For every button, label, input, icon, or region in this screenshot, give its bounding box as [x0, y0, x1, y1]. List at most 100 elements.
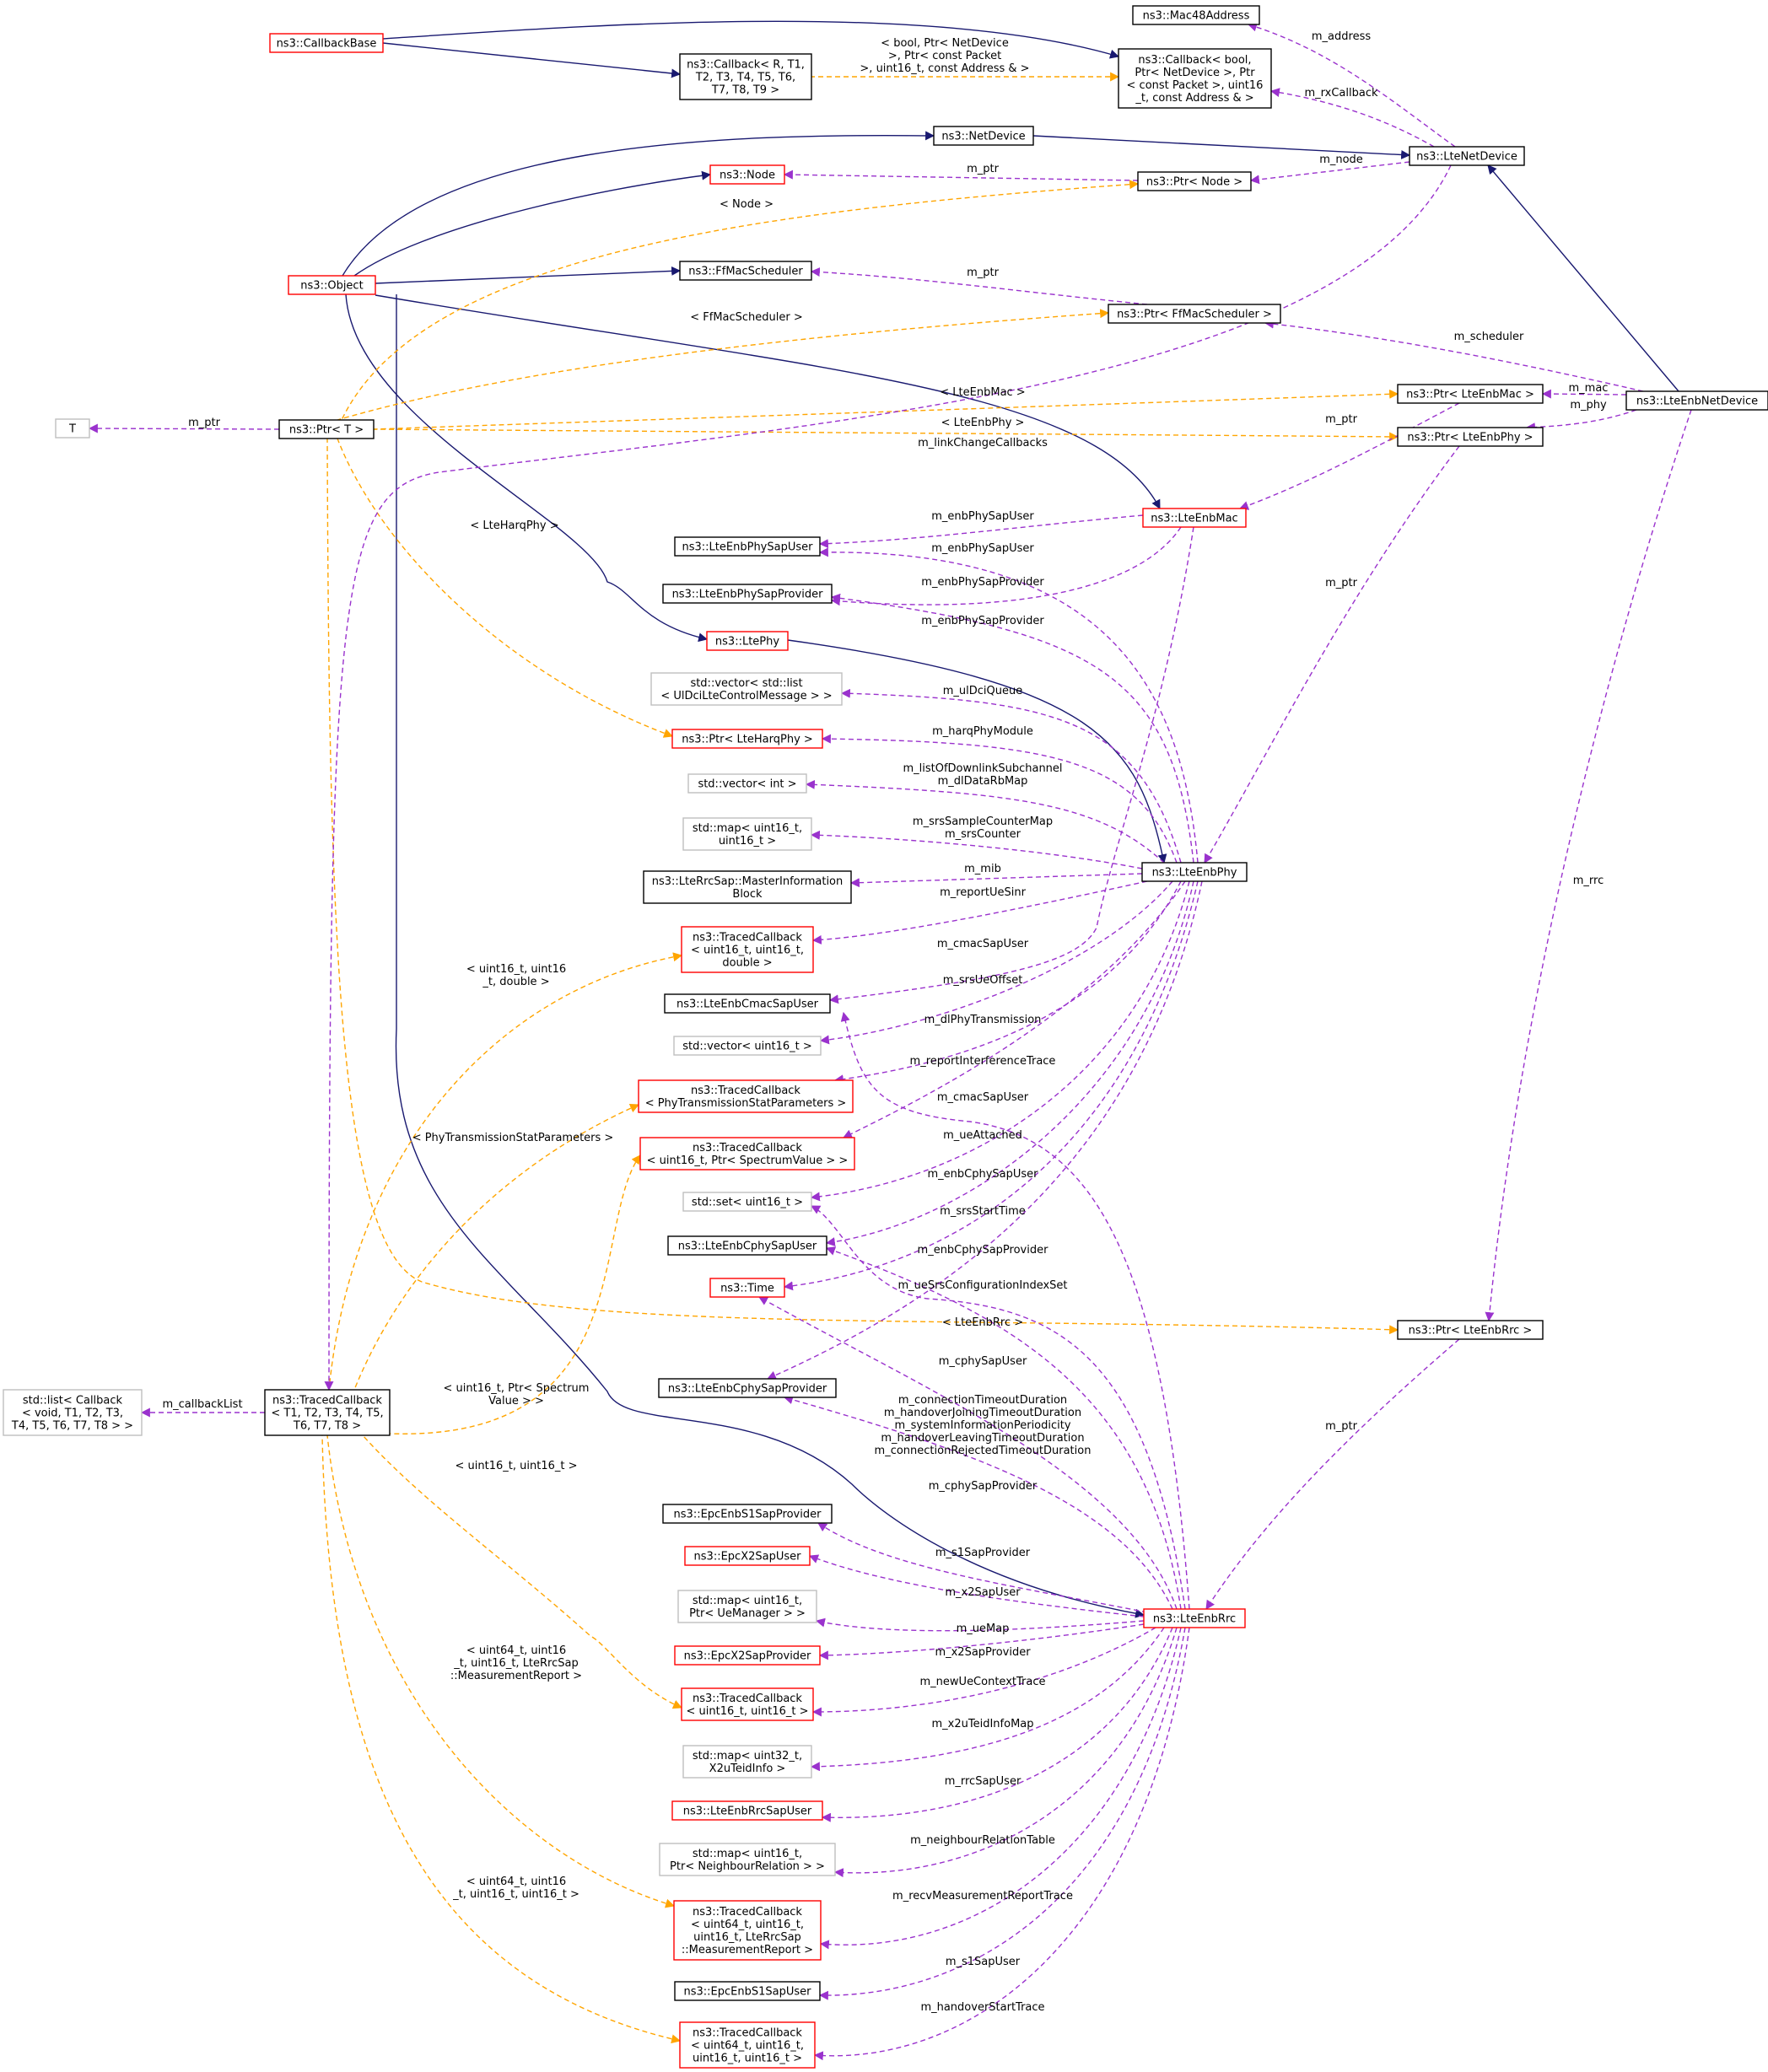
- class-node-t[interactable]: T: [55, 418, 90, 439]
- class-name-line: uint16_t, LteRrcSap: [693, 1931, 801, 1944]
- class-node-list-callback[interactable]: std::list< Callback< void, T1, T2, T3,T4…: [3, 1389, 143, 1436]
- class-name-line: < UlDciLteControlMessage > >: [660, 690, 832, 702]
- class-node-ptr-lte-enb-phy[interactable]: ns3::Ptr< LteEnbPhy >: [1397, 427, 1544, 447]
- class-node-epc-enb-s1-sap-provider[interactable]: ns3::EpcEnbS1SapProvider: [662, 1504, 833, 1524]
- class-node-map-ue-manager[interactable]: std::map< uint16_t,Ptr< UeManager > >: [677, 1590, 817, 1623]
- class-node-ptr-ff-mac-scheduler[interactable]: ns3::Ptr< FfMacScheduler >: [1108, 304, 1281, 324]
- class-node-lte-enb-cphy-sap-user[interactable]: ns3::LteEnbCphySapUser: [667, 1235, 827, 1256]
- class-node-lte-enb-rrc-sap-user[interactable]: ns3::LteEnbRrcSapUser: [671, 1800, 823, 1821]
- usage-arrow: [1205, 1338, 1460, 1610]
- class-name-line: double >: [722, 957, 772, 970]
- class-node-callback-bool[interactable]: ns3::Callback< bool,Ptr< NetDevice >, Pt…: [1118, 48, 1272, 109]
- class-name-line: std::vector< uint16_t >: [682, 1041, 812, 1053]
- class-node-map-neighbour[interactable]: std::map< uint16_t,Ptr< NeighbourRelatio…: [659, 1843, 836, 1876]
- class-node-vec-u16[interactable]: std::vector< uint16_t >: [673, 1036, 822, 1056]
- class-node-ptr-lte-enb-rrc[interactable]: ns3::Ptr< LteEnbRrc >: [1397, 1320, 1544, 1340]
- edge-ptr-t-to-ptr-node: [341, 180, 1140, 421]
- class-node-traced-callback[interactable]: ns3::TracedCallback< T1, T2, T3, T4, T5,…: [264, 1389, 391, 1436]
- edge-label-line: < uint64_t, uint16: [466, 1876, 566, 1888]
- class-box: [662, 584, 833, 604]
- class-node-t-cb-phy-tx[interactable]: ns3::TracedCallback< PhyTransmissionStat…: [638, 1079, 854, 1113]
- edge-label-line: Value > >: [488, 1395, 544, 1407]
- edge-label-lte-enb-cphy-sap-user: m_cphySapUser: [939, 1355, 1027, 1368]
- class-node-mac48-address[interactable]: ns3::Mac48Address: [1132, 5, 1260, 25]
- usage-arrow: [1269, 88, 1435, 148]
- usage-arrow: [821, 734, 1178, 864]
- edge-label-epc-enb-s1-sap-user: m_s1SapUser: [946, 1956, 1021, 1968]
- class-node-ptr-node[interactable]: ns3::Ptr< Node >: [1137, 171, 1252, 191]
- class-node-epc-enb-s1-sap-user[interactable]: ns3::EpcEnbS1SapUser: [674, 1981, 821, 2001]
- class-node-ff-mac-scheduler[interactable]: ns3::FfMacScheduler: [679, 261, 812, 281]
- class-node-node[interactable]: ns3::Node: [709, 164, 785, 185]
- class-node-t-cb-u16-u16-dbl[interactable]: ns3::TracedCallback< uint16_t, uint16_t,…: [681, 926, 814, 973]
- edge-label-line: m_srsSampleCounterMap: [913, 815, 1053, 828]
- class-box: [684, 1546, 811, 1566]
- class-node-lte-enb-cphy-sap-provider[interactable]: ns3::LteEnbCphySapProvider: [658, 1378, 837, 1398]
- template-arrow: [337, 309, 1110, 421]
- edge-label-line: m_ueAttached: [943, 1129, 1022, 1142]
- edge-label-ff-mac-scheduler: m_ptr: [967, 266, 1000, 279]
- class-node-net-device[interactable]: ns3::NetDevice: [933, 126, 1034, 146]
- class-node-time[interactable]: ns3::Time: [709, 1278, 785, 1298]
- class-node-set-u16[interactable]: std::set< uint16_t >: [682, 1192, 812, 1212]
- class-name-line: ns3::LteEnbCphySapUser: [678, 1241, 817, 1253]
- class-node-callback-base[interactable]: ns3::CallbackBase: [269, 33, 384, 53]
- class-node-lte-enb-net-device[interactable]: ns3::LteEnbNetDevice: [1625, 390, 1768, 411]
- class-node-vec-int[interactable]: std::vector< int >: [687, 773, 807, 794]
- class-node-lte-enb-cmac-sap-user[interactable]: ns3::LteEnbCmacSapUser: [664, 993, 831, 1014]
- class-name-line: ns3::Callback< R, T1,: [687, 59, 805, 72]
- class-box: [639, 1137, 855, 1171]
- edge-label-lte-enb-mac: m_ptr: [1325, 413, 1358, 426]
- usage-arrow: [1204, 445, 1460, 864]
- edge-label-ptr-lte-enb-mac: m_mac: [1569, 382, 1609, 395]
- class-node-t-cb-spectrum[interactable]: ns3::TracedCallback< uint16_t, Ptr< Spec…: [639, 1137, 855, 1171]
- class-node-ptr-t[interactable]: ns3::Ptr< T >: [278, 419, 375, 439]
- class-node-lte-phy[interactable]: ns3::LtePhy: [706, 631, 789, 651]
- edge-lte-enb-rrc-to-map-ue-manager: [815, 1617, 1145, 1632]
- class-node-ptr-lte-harq-phy[interactable]: ns3::Ptr< LteHarqPhy >: [671, 729, 823, 749]
- class-node-t-cb-u16-u16[interactable]: ns3::TracedCallback< uint16_t, uint16_t …: [681, 1687, 814, 1721]
- class-node-object[interactable]: ns3::Object: [288, 275, 376, 295]
- class-node-t-cb-handover[interactable]: ns3::TracedCallback< uint64_t, uint16_t,…: [679, 2021, 816, 2069]
- class-node-epc-x2-sap-provider[interactable]: ns3::EpcX2SapProvider: [674, 1645, 821, 1666]
- class-node-map-x2u-teid[interactable]: std::map< uint32_t,X2uTeidInfo >: [682, 1745, 812, 1779]
- class-name-line: std::map< uint16_t,: [693, 1595, 802, 1607]
- class-node-vec-list-ul-dci[interactable]: std::vector< std::list< UlDciLteControlM…: [650, 672, 843, 706]
- class-name-line: uint16_t, uint16_t >: [693, 2053, 802, 2065]
- template-arrow: [353, 1104, 640, 1391]
- class-name-line: ns3::TracedCallback: [693, 2027, 802, 2040]
- edge-traced-callback-to-t-cb-u16-u16: [362, 1434, 683, 1709]
- edge-label-ptr-node: m_node: [1319, 153, 1363, 166]
- usage-arrow: [840, 1011, 1190, 1610]
- edge-lte-enb-rrc-to-set-u16: [811, 1205, 1186, 1610]
- edge-label-line: >, Ptr< const Packet: [888, 50, 1001, 62]
- class-node-lte-enb-phy-sap-provider[interactable]: ns3::LteEnbPhySapProvider: [662, 584, 833, 604]
- class-box: [55, 418, 90, 439]
- class-node-ptr-lte-enb-mac[interactable]: ns3::Ptr< LteEnbMac >: [1397, 384, 1544, 404]
- usage-arrow: [811, 1627, 1156, 1717]
- class-node-callback-rt[interactable]: ns3::Callback< R, T1,T2, T3, T4, T5, T6,…: [679, 53, 812, 100]
- class-node-t-cb-meas-report[interactable]: ns3::TracedCallback< uint64_t, uint16_t,…: [673, 1900, 822, 1961]
- edge-label-line: m_neighbourRelationTable: [910, 1834, 1055, 1847]
- edge-ptr-t-to-ptr-lte-enb-phy: [373, 428, 1399, 442]
- template-arrow: [326, 438, 1399, 1335]
- class-node-map-u16-u16[interactable]: std::map< uint16_t,uint16_t >: [682, 817, 812, 851]
- edge-traced-callback-to-t-cb-phy-tx: [353, 1104, 640, 1391]
- edge-ptr-lte-enb-phy-to-lte-enb-phy: [1204, 445, 1460, 864]
- class-name-line: ns3::Ptr< LteEnbRrc >: [1409, 1325, 1533, 1337]
- class-node-lte-enb-mac[interactable]: ns3::LteEnbMac: [1142, 508, 1247, 528]
- edge-lte-enb-phy-to-t-cb-spectrum: [843, 880, 1186, 1138]
- class-node-lte-enb-phy[interactable]: ns3::LteEnbPhy: [1141, 862, 1248, 882]
- class-node-lte-enb-phy-sap-user[interactable]: ns3::LteEnbPhySapUser: [674, 536, 821, 557]
- class-name-line: T4, T5, T6, T7, T8 > >: [11, 1420, 133, 1433]
- class-node-lte-net-device[interactable]: ns3::LteNetDevice: [1409, 146, 1525, 166]
- edge-label-line: _t, uint16_t, LteRrcSap: [453, 1657, 579, 1670]
- class-node-epc-x2-sap-user[interactable]: ns3::EpcX2SapUser: [684, 1546, 811, 1566]
- class-name-line: ns3::LteEnbPhySapProvider: [672, 589, 824, 601]
- edge-label-t-cb-u16-u16: m_newUeContextTrace: [920, 1676, 1046, 1688]
- edge-ptr-lte-enb-mac-to-lte-enb-mac: [1238, 402, 1460, 510]
- class-node-lte-enb-rrc[interactable]: ns3::LteEnbRrc: [1143, 1608, 1246, 1628]
- edge-label-ptr-lte-enb-mac: < LteEnbMac >: [940, 386, 1025, 399]
- edge-label-line: m_srsStartTime: [940, 1205, 1026, 1218]
